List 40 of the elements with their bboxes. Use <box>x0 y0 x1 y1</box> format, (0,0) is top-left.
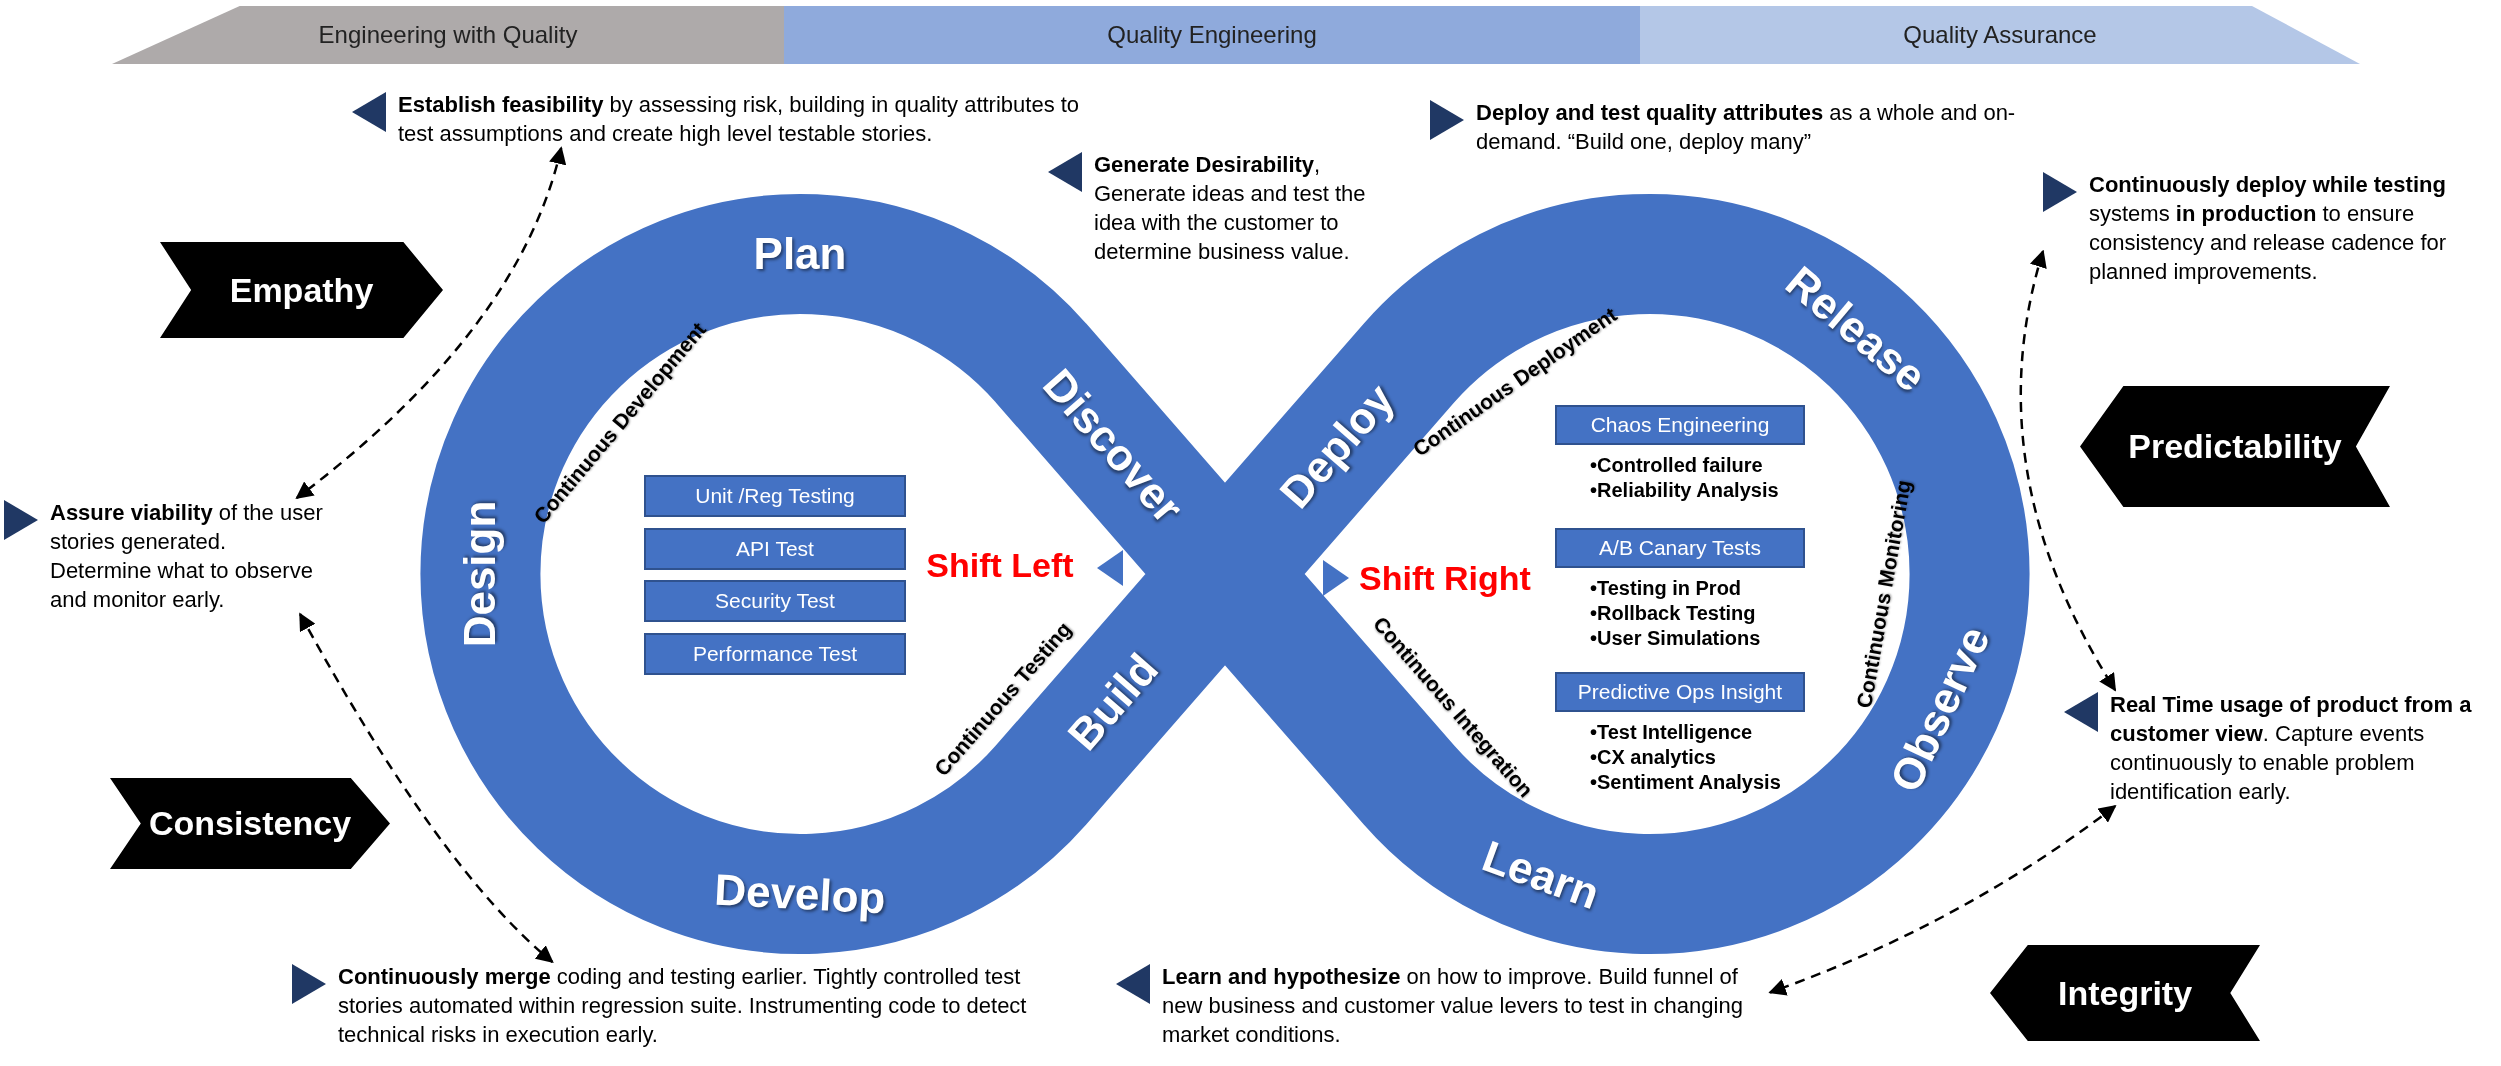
test-box: Unit /Reg Testing <box>644 475 906 517</box>
description-text: Assure viability of the user stories generated. Determine what to observe and monitor early. <box>50 499 324 615</box>
bullet-item: •User Simulations <box>1590 626 1761 650</box>
stage-label: Learn <box>1476 831 1606 919</box>
description-text: Establish feasibility by assessing risk, building in quality attributes to test assumptions and create high level testable stories. <box>398 91 1081 149</box>
bullet-item: •CX analytics <box>1590 745 1716 769</box>
header-band-segment: Engineering with Quality <box>112 6 784 64</box>
dashed-arrow <box>295 146 566 500</box>
shift-label: Shift Left <box>926 545 1074 585</box>
shift-label: Shift Right <box>1359 558 1531 598</box>
chevron-banner: Empathy <box>160 242 443 338</box>
header-band-segment: Quality Engineering <box>784 6 1640 64</box>
dashed-arrow <box>299 612 554 964</box>
chevron-banner: Integrity <box>1990 945 2260 1041</box>
description-text: Generate Desirability, Generate ideas and test the idea with the customer to determine business value. <box>1094 151 1367 267</box>
description-text: Deploy and test quality attributes as a whole and on-demand. “Build one, deploy many” <box>1476 99 2017 157</box>
description-text: Real Time usage of product from a customer view. Capture events continuously to enable problem identification early. <box>2110 691 2473 807</box>
dashed-arrow <box>2019 249 2117 692</box>
test-box: Performance Test <box>644 633 906 675</box>
test-box: Predictive Ops Insight <box>1555 672 1805 712</box>
bullet-item: •Reliability Analysis <box>1590 478 1779 502</box>
bullet-item: •Controlled failure <box>1590 453 1763 477</box>
description-text: Learn and hypothesize on how to improve. Build funnel of new business and customer value levers to test in changing market conditions. <box>1162 963 1744 1050</box>
stage-label: Plan <box>753 229 847 279</box>
description-text: Continuously deploy while testing systems in production to ensure consistency and release cadence for planned improvements. <box>2089 171 2448 287</box>
header-band-segment: Quality Assurance <box>1640 6 2360 64</box>
bullet-item: •Rollback Testing <box>1590 601 1756 625</box>
test-box: API Test <box>644 528 906 570</box>
stage-label: Design <box>455 500 505 648</box>
test-box: Security Test <box>644 580 906 622</box>
stage-label: Develop <box>713 864 887 924</box>
bullet-item: •Sentiment Analysis <box>1590 770 1781 794</box>
bullet-item: •Test Intelligence <box>1590 720 1753 744</box>
test-box: A/B Canary Tests <box>1555 528 1805 568</box>
chevron-banner: Predictability <box>2080 386 2390 507</box>
description-text: Continuously merge coding and testing earlier. Tightly controlled test stories automated within regression suite. Instrumenting code to detect technical risks in execution early. <box>338 963 1028 1050</box>
dashed-arrow <box>1768 805 2117 996</box>
bullet-item: •Testing in Prod <box>1590 576 1742 600</box>
test-box: Chaos Engineering <box>1555 405 1805 445</box>
chevron-banner: Consistency <box>110 778 390 869</box>
